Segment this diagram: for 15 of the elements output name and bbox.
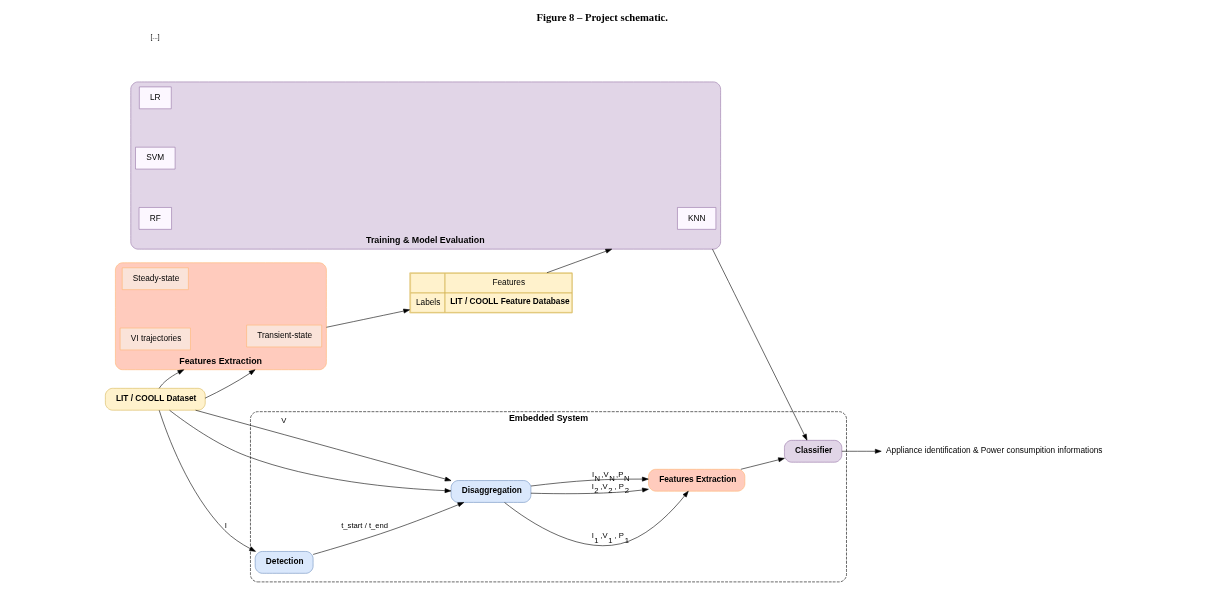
arrow: [325, 308, 410, 328]
arrow: [194, 409, 451, 482]
arrow: [546, 248, 612, 274]
arrow: [740, 457, 785, 470]
arrow: [841, 448, 881, 454]
arrow: [158, 369, 184, 389]
arrow: [158, 410, 256, 552]
arrow: [711, 248, 807, 441]
arrow: [503, 490, 689, 546]
arrow: [204, 369, 255, 399]
arrow: [530, 487, 649, 494]
arrow: [530, 476, 649, 487]
arrow: [312, 502, 464, 555]
arrow: [168, 410, 451, 493]
diagram-title: Figure 8 – Project schematic.: [536, 11, 668, 23]
